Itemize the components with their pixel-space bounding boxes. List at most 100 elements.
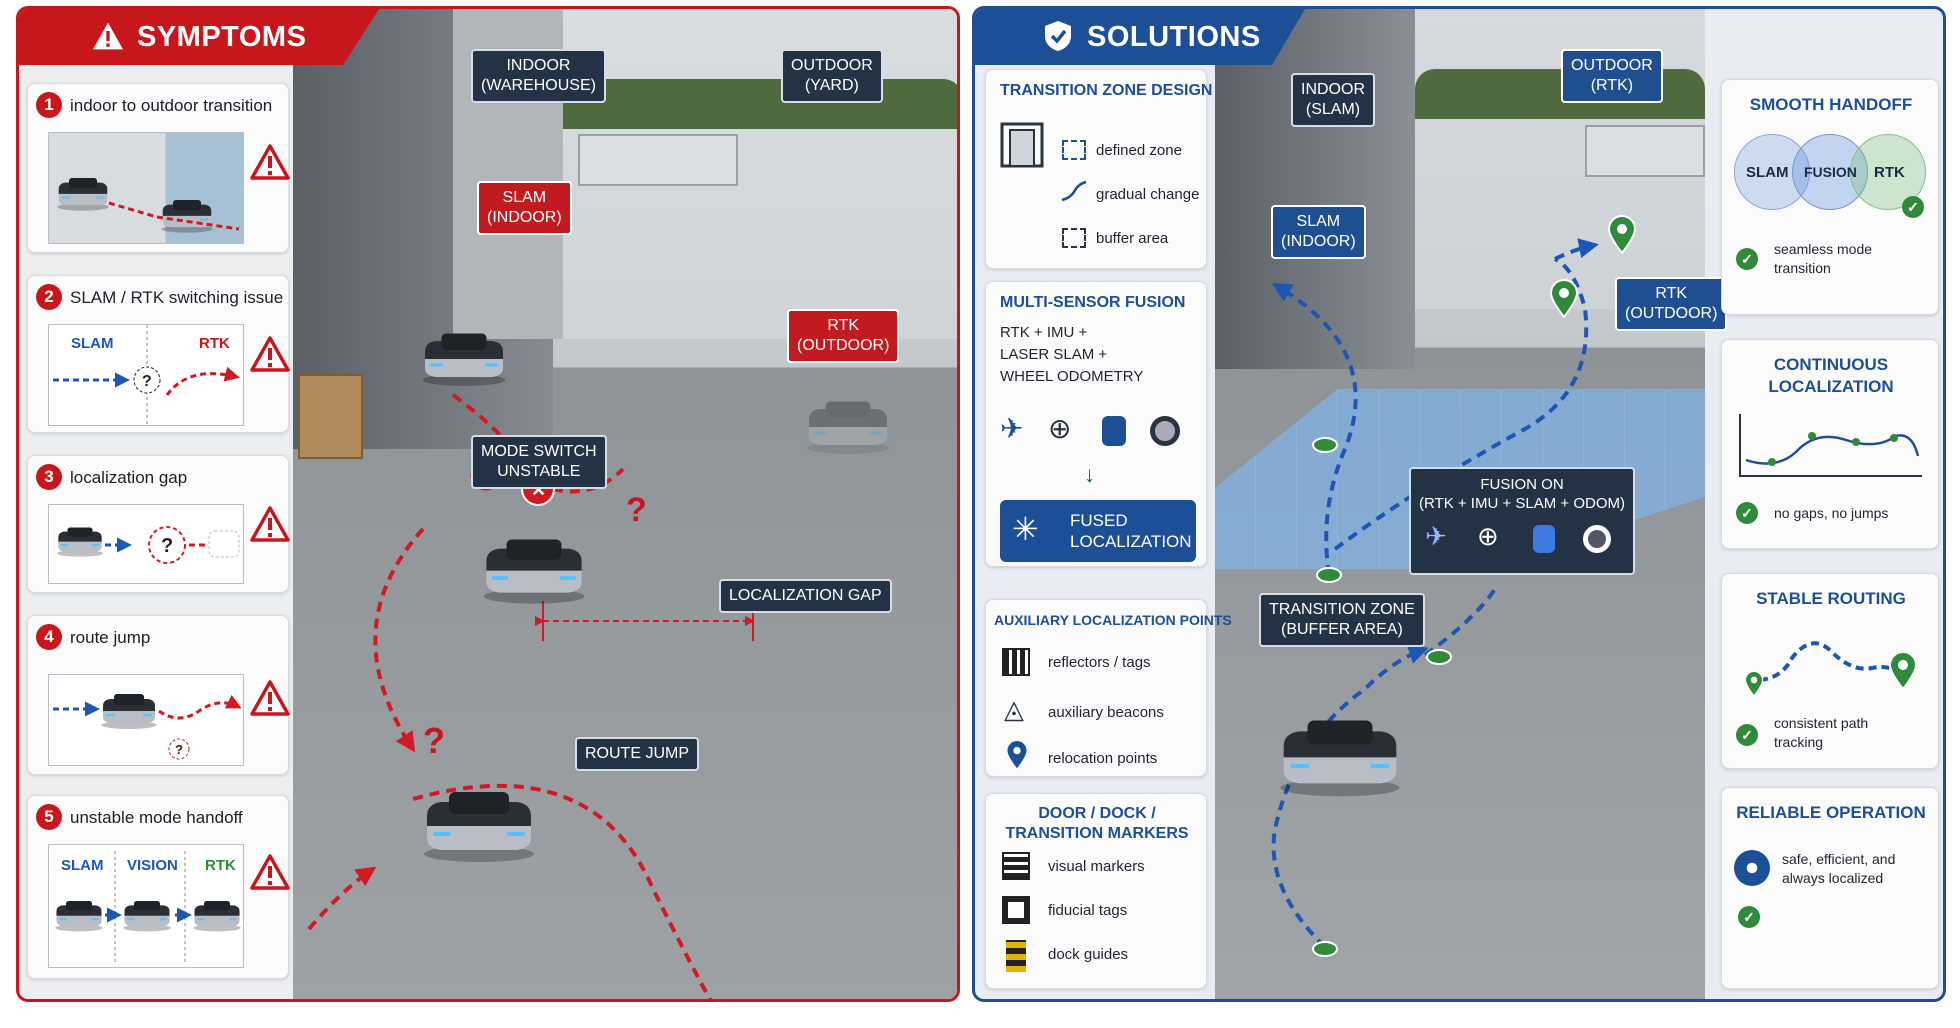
outdoor-rtk-label: OUTDOOR (RTK): [1561, 49, 1663, 103]
smooth-handoff-text: seamless mode transition: [1774, 241, 1873, 276]
robot-icon: [419, 781, 539, 863]
symptom-card-1: 1 indoor to outdoor transition: [27, 83, 289, 253]
fiducial-tag-icon: [1002, 896, 1030, 924]
rtk-outdoor-label: RTK (OUTDOOR): [787, 309, 900, 363]
rtk-label: RTK: [199, 335, 230, 352]
indoor-warehouse-label: INDOOR (WAREHOUSE): [471, 49, 606, 103]
check-icon: ✓: [1736, 248, 1758, 270]
symptoms-header: SYMPTOMS: [19, 9, 379, 65]
door-item: visual markers: [1048, 858, 1145, 875]
imu-gyro-icon: ⊕: [1048, 413, 1072, 444]
beacon-icon: ◬: [1004, 694, 1024, 724]
symptom-title: unstable mode handoff: [70, 808, 243, 827]
continuous-localization-card: CONTINUOUS LOCALIZATION ✓ no gaps, no ju…: [1721, 339, 1939, 549]
transition-thumbnail: [48, 132, 244, 244]
venn-fusion-label: FUSION: [1804, 164, 1857, 180]
svg-text:?: ?: [142, 373, 152, 390]
symptom-paths: ✕ ? ?: [307, 393, 755, 999]
symptom-title: SLAM / RTK switching issue: [70, 288, 284, 307]
wheel-icon: [1583, 525, 1611, 553]
transition-item: defined zone: [1096, 142, 1182, 159]
route-jump-label: ROUTE JUMP: [575, 737, 699, 771]
buffer-area-icon: [1062, 228, 1086, 248]
gradual-change-icon: [1061, 180, 1087, 202]
fused-localization-label: FUSED LOCALIZATION: [1070, 511, 1192, 551]
symptom-number: 5: [36, 804, 62, 830]
symptom-card-4: 4 route jump ?: [27, 615, 289, 775]
vision-label: VISION: [127, 857, 178, 874]
wheel-icon: [1150, 416, 1180, 446]
symptom-number: 4: [36, 624, 62, 650]
handoff-dividers: [105, 851, 192, 963]
slam-label: SLAM: [71, 335, 114, 352]
symptom-title: localization gap: [70, 468, 188, 487]
multi-sensor-fusion-card: MULTI-SENSOR FUSION RTK + IMU + LASER SL…: [985, 281, 1207, 567]
outdoor-yard-label: OUTDOOR (YARD): [781, 49, 883, 103]
gear-icon: [1734, 850, 1770, 886]
fusion-sensor-list: RTK + IMU + LASER SLAM + WHEEL ODOMETRY: [1000, 324, 1144, 385]
continuous-line-icon: [1739, 414, 1922, 477]
stable-routing-card: STABLE ROUTING ✓ consistent path trackin…: [1721, 573, 1939, 769]
door-markers-card: DOOR / DOCK / TRANSITION MARKERS visual …: [985, 793, 1207, 989]
yard-truck: [578, 134, 738, 186]
satellite-icon: ✈: [1000, 413, 1024, 444]
door-item: dock guides: [1048, 946, 1129, 963]
warning-icon: [250, 680, 290, 716]
solutions-panel: SOLUTIONS TRANSITION ZONE DESIGN defined…: [972, 6, 1946, 1002]
visual-marker-icon: [1002, 852, 1030, 880]
door-item: fiducial tags: [1048, 902, 1128, 919]
check-icon: ✓: [1738, 906, 1760, 928]
fusion-on-panel: FUSION ON (RTK + IMU + SLAM + ODOM) ✈ ⊕: [1409, 467, 1635, 575]
svg-text:?: ?: [626, 491, 647, 529]
robot-icon: [121, 895, 173, 933]
solutions-header: SOLUTIONS: [975, 9, 1305, 65]
stable-routing-title: STABLE ROUTING: [1756, 589, 1906, 608]
slam-label: SLAM: [61, 857, 104, 874]
location-pin-icon: [1888, 650, 1918, 692]
stable-routing-text: consistent path tracking: [1774, 715, 1869, 750]
location-pin-icon: [1607, 215, 1637, 255]
yard-trees: [563, 79, 957, 129]
warning-icon: [93, 22, 123, 50]
auxiliary-item: auxiliary beacons: [1048, 704, 1164, 721]
reliable-operation-title: RELIABLE OPERATION: [1736, 803, 1926, 822]
imu-gyro-icon: ⊕: [1477, 521, 1499, 551]
symptoms-title: SYMPTOMS: [137, 20, 307, 53]
slam-indoor-label: SLAM (INDOOR): [477, 181, 572, 235]
warning-icon: [250, 144, 290, 180]
symptom-card-2: 2 SLAM / RTK switching issue SLAM RTK ?: [27, 275, 289, 433]
door-markers-title: DOOR / DOCK / TRANSITION MARKERS: [1005, 805, 1189, 842]
location-pin-icon: [1744, 670, 1764, 698]
transition-path: [108, 201, 240, 231]
transition-item: gradual change: [1096, 186, 1200, 203]
fusion-title: MULTI-SENSOR FUSION: [1000, 294, 1186, 311]
gap-path: ?: [105, 526, 240, 564]
svg-text:?: ?: [423, 720, 445, 761]
smooth-handoff-card: SMOOTH HANDOFF SLAM FUSION RTK ✓ ✓ seaml…: [1721, 79, 1939, 315]
warning-icon: [250, 336, 290, 372]
down-arrow-icon: ↓: [1084, 462, 1095, 487]
satellite-icon: ✈: [1425, 521, 1447, 551]
symptom-card-5: 5 unstable mode handoff SLAM VISION RTK: [27, 795, 289, 979]
symptoms-panel: SYMPTOMS 1 indoor to outdoor transition …: [16, 6, 960, 1002]
handoff-diagram: SLAM VISION RTK: [48, 844, 244, 968]
qr-tag-icon: [1002, 648, 1030, 676]
fused-localization-badge[interactable]: ✳ FUSED LOCALIZATION: [1000, 500, 1196, 562]
transition-zone-label: TRANSITION ZONE (BUFFER AREA): [1259, 593, 1425, 647]
routing-path-icon: [1759, 641, 1904, 682]
symptom-number: 1: [36, 92, 62, 118]
auxiliary-points-card: AUXILIARY LOCALIZATION POINTS reflectors…: [985, 599, 1232, 777]
pallet-crates: [298, 374, 363, 459]
rtk-outdoor-label: RTK (OUTDOOR): [1615, 277, 1728, 331]
gap-diagram: ?: [48, 504, 244, 584]
continuous-localization-text: no gaps, no jumps: [1774, 505, 1889, 521]
auxiliary-title: AUXILIARY LOCALIZATION POINTS: [994, 612, 1232, 628]
ghost-robot-icon: [803, 393, 893, 455]
location-pin-icon: [1549, 279, 1579, 319]
robot-icon: [1275, 709, 1405, 797]
auxiliary-item: relocation points: [1048, 750, 1158, 767]
robot-icon: [419, 325, 509, 387]
smooth-handoff-title: SMOOTH HANDOFF: [1749, 95, 1913, 114]
symptom-number: 2: [36, 284, 62, 310]
switching-diagram: SLAM RTK ?: [48, 324, 244, 427]
